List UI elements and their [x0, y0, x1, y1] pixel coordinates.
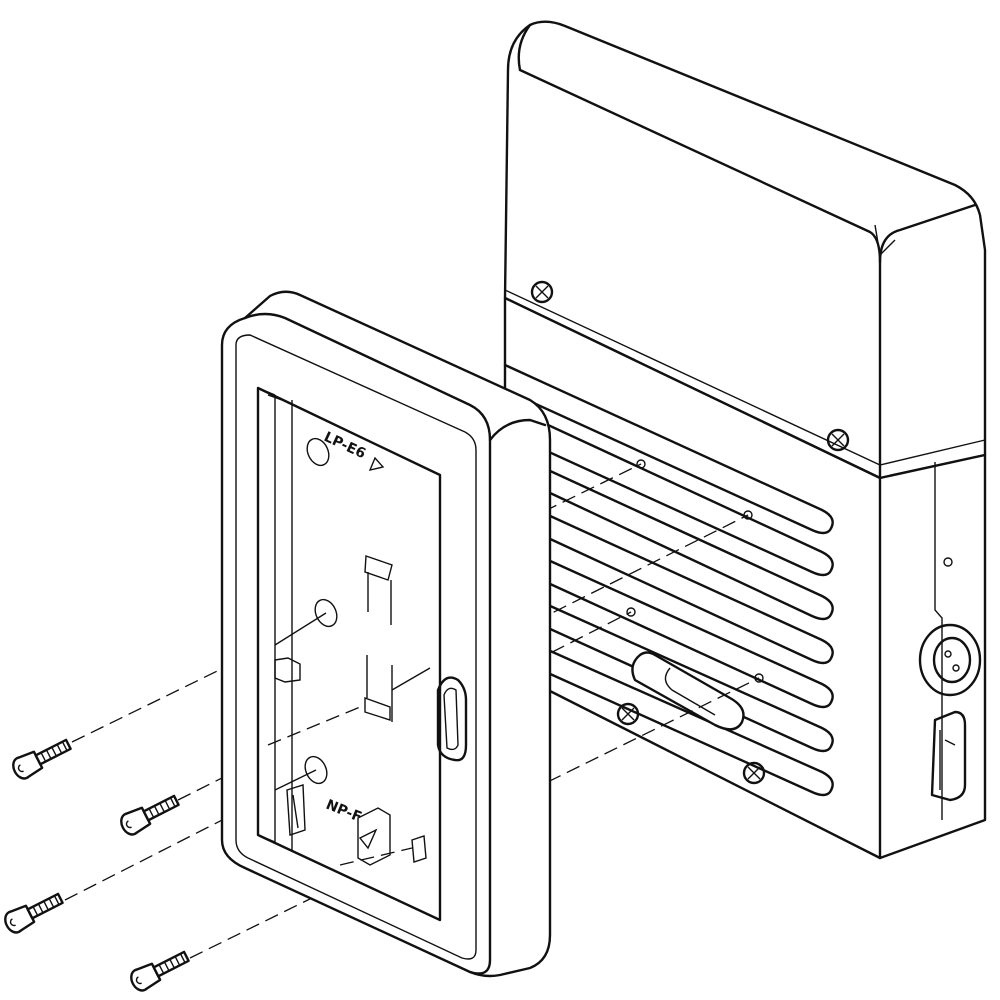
screw-line [152, 950, 190, 978]
housing-screw-heads-line [621, 707, 635, 721]
vent-slots-line [546, 558, 834, 709]
back-housing-line [626, 607, 636, 617]
back-housing-line [754, 673, 764, 683]
holes-and-latches-line [267, 394, 283, 401]
screw-line [158, 953, 186, 974]
holes-and-latches-line [274, 657, 301, 683]
screw [12, 738, 72, 780]
screw [130, 950, 190, 992]
battery-adapter-plate: LP-E6 NP-F [220, 290, 552, 978]
side-connector-line [939, 730, 956, 790]
assembly-guide-lines-front-line [267, 704, 366, 746]
housing-screw-heads-line [831, 433, 845, 447]
holes-and-latches-line [357, 807, 391, 866]
screw-line [40, 741, 68, 762]
housing-screw-heads-line [742, 761, 766, 785]
screw [4, 892, 64, 934]
assembly-guide-lines-front-line [274, 612, 327, 646]
holes-and-latches [267, 394, 427, 866]
back-housing-line [664, 667, 716, 716]
vent-slots-line [546, 603, 834, 753]
screw-line [34, 738, 72, 766]
battery-adapter-plate-line [443, 687, 459, 751]
battery-adapter-plate-line [257, 387, 276, 843]
housing-screw-heads-line [747, 766, 761, 780]
side-connector-line [944, 650, 952, 658]
vent-slots-line [546, 468, 834, 621]
side-connector-line [930, 710, 967, 802]
side-connector-line [952, 664, 960, 672]
housing-screw-heads-line [826, 428, 850, 452]
screw [120, 794, 180, 836]
back-housing-line [874, 224, 896, 257]
assembly-guide-lines-front [267, 612, 431, 866]
assembly-guide-lines-front-line [391, 667, 431, 691]
holes-and-latches-line [364, 655, 393, 722]
screw-line [26, 892, 64, 920]
vent-slots-line [546, 513, 834, 665]
screw-line [142, 794, 180, 822]
screw-line [32, 895, 60, 916]
holes-and-latches-line [306, 437, 330, 467]
holes-and-latches-line [286, 784, 306, 836]
battery-adapter-plate-line [235, 334, 477, 960]
housing-screw-heads-line [530, 280, 554, 304]
screw-line [148, 797, 176, 818]
housing-screw-heads [530, 280, 850, 785]
assembly-guide-lines-front-line [339, 847, 413, 866]
housing-screw-heads-line [616, 702, 640, 726]
back-housing-line [503, 20, 987, 480]
oval-recess [631, 651, 745, 731]
back-housing-line [934, 462, 943, 820]
back-housing-line [504, 289, 986, 466]
triangle-marker-icon [368, 456, 385, 471]
side-connector-line [943, 557, 953, 567]
holes-and-latches-line [364, 555, 393, 625]
vent-slots-line [546, 648, 834, 797]
back-housing-line [517, 23, 882, 264]
holes-and-latches-line [411, 835, 427, 863]
battery-adapter-plate-line [243, 312, 492, 975]
side-connector-line [918, 623, 982, 697]
side-connector [918, 557, 982, 802]
holes-and-latches-line [314, 598, 338, 628]
housing-screw-heads-line [535, 285, 549, 299]
back-housing-line [743, 510, 753, 520]
battery-adapter-plate-line [488, 418, 547, 442]
battery-adapter-plate-line [256, 386, 442, 922]
side-connector-line [932, 636, 972, 684]
back-housing [503, 20, 987, 860]
back-housing-line [636, 459, 646, 469]
vent-slots [503, 363, 834, 797]
screws [4, 738, 190, 992]
vent-slots-line [503, 403, 834, 577]
vent-slots-line [503, 363, 834, 535]
assembly-guide-lines-front-line [274, 769, 317, 791]
battery-adapter-plate-line [436, 676, 468, 762]
